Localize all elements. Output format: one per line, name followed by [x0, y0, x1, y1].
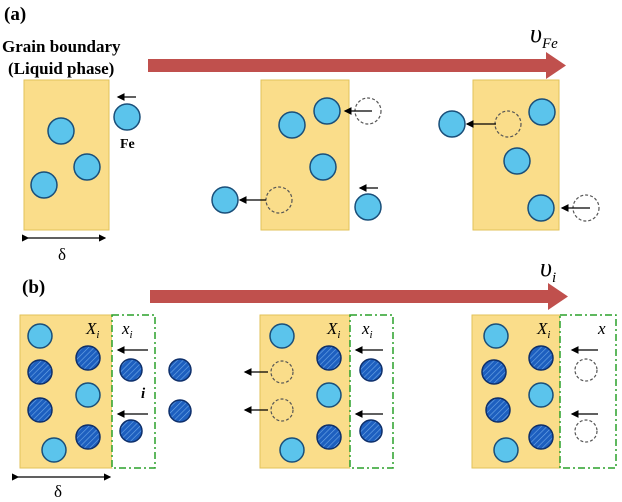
grain-boundary-label: Grain boundary — [2, 37, 121, 56]
fe-atom-outside — [354, 193, 382, 221]
fe-atom — [528, 98, 556, 126]
velocity-arrow-b — [150, 283, 568, 310]
fe-atom — [313, 97, 341, 125]
width-label-a: δ — [58, 245, 66, 264]
dark-atom — [27, 359, 53, 385]
layer-concentration-label: xi — [361, 319, 373, 341]
fe-atom — [527, 194, 555, 222]
width-label-b: δ — [54, 482, 62, 501]
panel-b-label: (b) — [22, 277, 45, 298]
grain-concentration-label: Xi — [326, 319, 340, 341]
velocity-symbol-b: υi — [540, 253, 556, 286]
fe-atom-outside — [211, 186, 239, 214]
fe-atom — [309, 153, 337, 181]
dark-atom-outside — [168, 358, 192, 382]
light-atom — [27, 323, 53, 349]
vacancy-icon — [574, 358, 598, 382]
grain-concentration-label: Xi — [85, 319, 99, 341]
fe-atom-outside — [438, 110, 466, 138]
dark-atom — [75, 345, 101, 371]
dark-atom — [119, 358, 143, 382]
dark-atom — [359, 419, 383, 443]
boundary-layer-b1 — [111, 314, 156, 469]
light-atom — [528, 382, 554, 408]
panel-a: (a) Grain boundary (Liquid phase) υFe Fe… — [2, 4, 600, 264]
light-atom — [41, 437, 67, 463]
dark-atom — [316, 424, 342, 450]
dark-atom — [75, 424, 101, 450]
layer-concentration-label: xi — [121, 319, 133, 341]
solute-atom-label: i — [141, 386, 146, 402]
dark-atom-outside — [168, 399, 192, 423]
light-atom — [316, 382, 342, 408]
fe-atom — [278, 111, 306, 139]
boundary-layer-b3 — [559, 314, 617, 469]
panel-b: (b) υi Xi xi i δ Xi xi — [12, 253, 617, 501]
light-atom — [279, 437, 305, 463]
light-atom — [75, 382, 101, 408]
vacancy-icon — [574, 419, 598, 443]
panel-a-label: (a) — [4, 4, 26, 25]
dark-atom — [485, 397, 511, 423]
velocity-arrow-a — [148, 52, 566, 79]
grain-concentration-label: Xi — [536, 319, 550, 341]
dark-atom — [528, 345, 554, 371]
fe-atom — [73, 153, 101, 181]
grain-a1 — [23, 79, 110, 231]
dark-atom — [359, 358, 383, 382]
fe-atom-label: Fe — [120, 137, 135, 152]
dark-atom — [316, 345, 342, 371]
vacancy-icon — [270, 360, 294, 384]
fe-atom-outside — [113, 103, 141, 131]
dark-atom — [528, 424, 554, 450]
light-atom — [483, 323, 509, 349]
dark-atom — [481, 359, 507, 385]
vacancy-icon — [270, 398, 294, 422]
velocity-symbol-a: υFe — [530, 19, 558, 52]
light-atom — [269, 323, 295, 349]
light-atom — [493, 437, 519, 463]
liquid-phase-label: (Liquid phase) — [8, 59, 114, 78]
fe-atom — [30, 171, 58, 199]
fe-atom — [503, 147, 531, 175]
layer-concentration-label: x — [597, 319, 606, 338]
fe-atom — [47, 117, 75, 145]
dark-atom — [119, 419, 143, 443]
dark-atom — [27, 397, 53, 423]
